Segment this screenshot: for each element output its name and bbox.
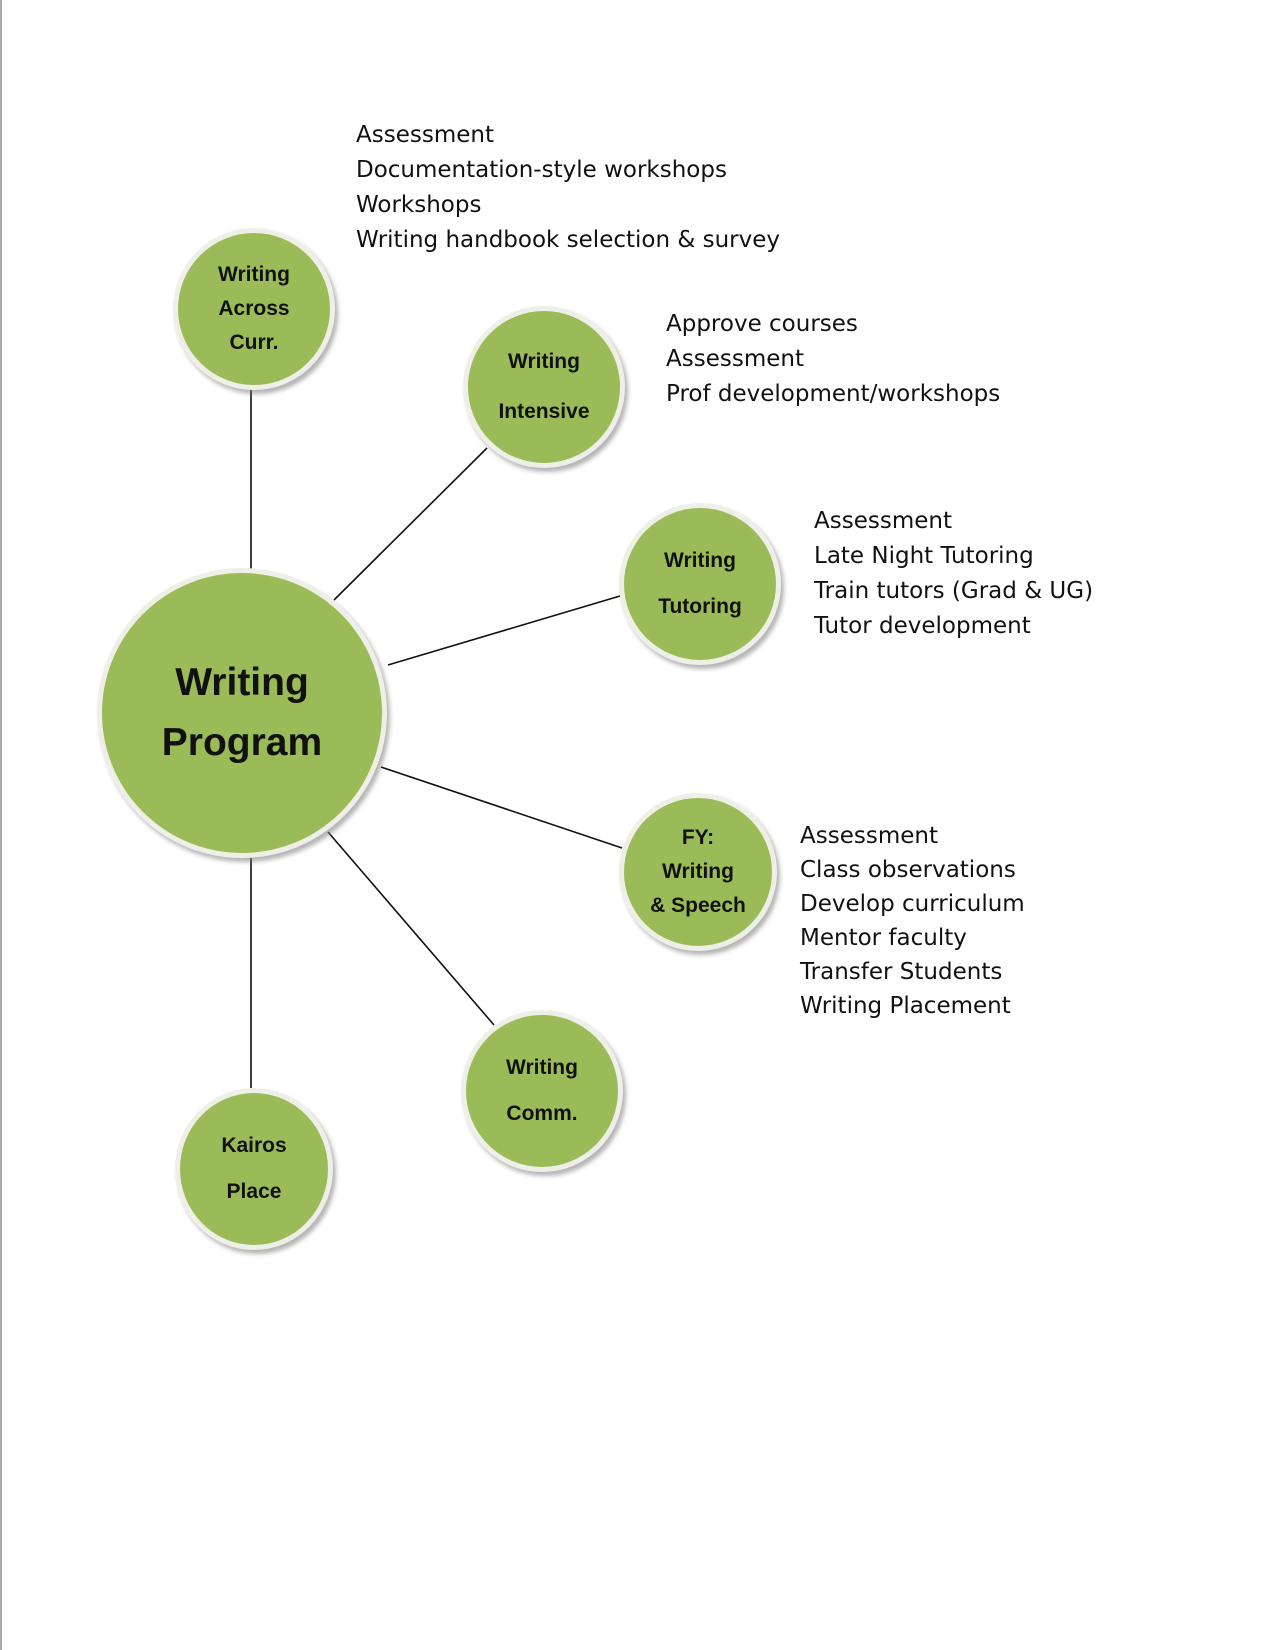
node-label-line: Writing: [218, 263, 290, 286]
node-kairos-place: Kairos Place: [175, 1088, 333, 1250]
list-item: Transfer Students: [800, 959, 1003, 985]
list-item: Workshops: [356, 192, 482, 218]
node-label-line: Kairos: [221, 1134, 287, 1157]
center-node-writing-program: Writing Program: [97, 568, 387, 858]
list-item: Prof development/workshops: [666, 381, 1001, 407]
list-item: Mentor faculty: [800, 925, 967, 951]
center-label-line: Program: [161, 721, 323, 764]
list-item: Class observations: [800, 857, 1016, 883]
link-writing-tutoring: [387, 595, 621, 666]
list-writing-across-curr: Assessment Documentation-style workshops…: [356, 118, 780, 258]
node-label-line: Comm.: [506, 1102, 578, 1125]
list-item: Tutor development: [814, 613, 1031, 639]
node-label-line: Writing: [506, 1056, 578, 1079]
node-label-line: Curr.: [229, 331, 279, 354]
list-item: Assessment: [800, 823, 938, 849]
node-label-line: Writing: [662, 860, 734, 883]
list-writing-intensive: Approve courses Assessment Prof developm…: [666, 307, 1000, 412]
node-writing-comm: Writing Comm.: [461, 1010, 623, 1172]
list-item: Approve courses: [666, 311, 858, 337]
list-item: Writing handbook selection & survey: [356, 227, 780, 253]
link-writing-intensive: [333, 447, 488, 601]
node-label-line: Place: [226, 1180, 282, 1203]
list-item: Writing Placement: [800, 993, 1011, 1019]
list-writing-tutoring: Assessment Late Night Tutoring Train tut…: [814, 504, 1093, 644]
node-label-line: Across: [218, 297, 290, 320]
link-fy-writing-speech: [380, 766, 623, 849]
link-writing-comm: [327, 831, 495, 1026]
node-label-line: Tutoring: [658, 595, 742, 618]
list-item: Train tutors (Grad & UG): [814, 578, 1094, 604]
list-item: Assessment: [356, 122, 494, 148]
node-label-line: FY:: [681, 826, 715, 849]
list-item: Develop curriculum: [800, 891, 1025, 917]
list-fy-writing-speech: Assessment Class observations Develop cu…: [800, 819, 1025, 1023]
list-item: Assessment: [666, 346, 804, 372]
list-item: Documentation-style workshops: [356, 157, 727, 183]
node-writing-across-curr: Writing Across Curr.: [173, 228, 335, 390]
list-item: Late Night Tutoring: [814, 543, 1034, 569]
node-label-line: & Speech: [650, 894, 746, 917]
node-label-line: Intensive: [498, 400, 590, 423]
page-left-border: [0, 0, 2, 1650]
node-writing-intensive: Writing Intensive: [463, 306, 625, 468]
center-label-line: Writing: [175, 661, 309, 704]
node-fy-writing-speech: FY: Writing & Speech: [619, 793, 777, 951]
node-label-line: Writing: [664, 549, 736, 572]
node-writing-tutoring: Writing Tutoring: [619, 503, 781, 665]
list-item: Assessment: [814, 508, 952, 534]
node-label-line: Writing: [508, 350, 580, 373]
